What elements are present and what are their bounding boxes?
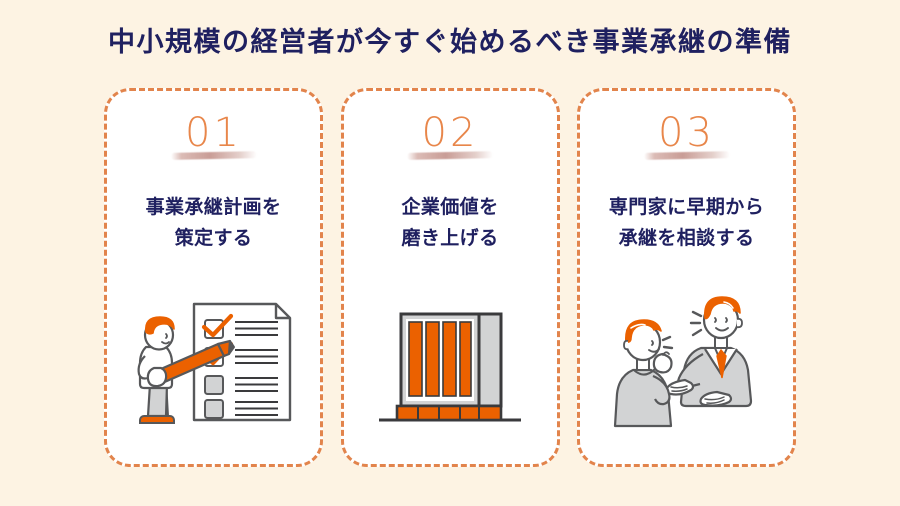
step-number-block-01: 01 [107,113,320,175]
step-underline-brush-01 [170,151,257,160]
step-number-block-03: 03 [580,113,793,175]
checklist-person-illustration [107,280,320,430]
steps-card-row: 01 事業承継計画を 策定する [104,88,796,467]
step-heading-03: 専門家に早期から 承継を相談する [608,197,765,249]
step-underline-brush-02 [406,151,494,160]
consultation-people-illustration [580,280,793,430]
step-card-01: 01 事業承継計画を 策定する [104,88,323,467]
step-heading-01: 事業承継計画を 策定する [145,197,282,249]
step-number-block-02: 02 [344,113,557,175]
step-number-02: 02 [421,110,479,156]
office-building-illustration [344,280,557,430]
page-title: 中小規模の経営者が今すぐ始めるべき事業承継の準備 [108,27,792,57]
step-underline-brush-03 [643,151,730,160]
step-heading-02: 企業価値を 磨き上げる [401,197,499,249]
step-card-02: 02 企業価値を 磨き上げる [340,88,560,467]
step-card-03: 03 専門家に早期から 承継を相談する [577,88,796,467]
step-number-01: 01 [185,110,242,156]
step-number-03: 03 [658,110,715,156]
